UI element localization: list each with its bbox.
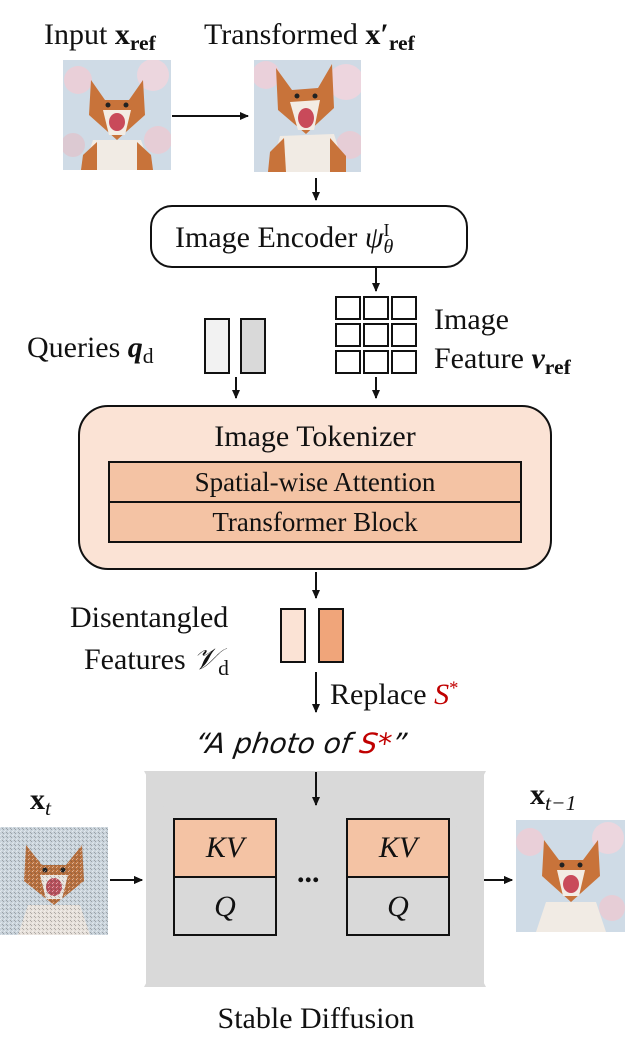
replace-label: Replace S* (330, 677, 459, 711)
input-dog-photo (63, 60, 171, 170)
disentangled-label-line2: Features 𝒱d (84, 643, 229, 681)
kv-label-left: KV (205, 831, 245, 864)
transformed-dog-photo (254, 60, 361, 172)
denoised-dog-photo (516, 820, 625, 932)
input-label: Input xref (44, 18, 156, 56)
stable-diffusion-caption: Stable Diffusion (217, 1002, 415, 1035)
transformed-label: Transformed x′ref (204, 18, 415, 56)
queries-label: Queries qd (27, 331, 154, 369)
kv-label-right: KV (378, 831, 418, 864)
feature-label-line1: Image (434, 303, 509, 336)
feature-label-line2: Feature vref (434, 342, 571, 380)
disentangled-token-1 (280, 608, 306, 663)
xt-label: xt (30, 783, 51, 821)
noisy-dog-photo (0, 827, 108, 935)
q-block-left (173, 876, 277, 936)
image-tokenizer-title: Image Tokenizer (214, 420, 416, 453)
image-feature-grid (335, 296, 417, 374)
kv-block-left (173, 818, 277, 878)
q-label-left: Q (214, 890, 236, 923)
q-label-right: Q (387, 890, 409, 923)
query-token-2 (240, 318, 266, 374)
transformer-block (108, 501, 522, 543)
spatial-attention-label: Spatial-wise Attention (194, 467, 436, 497)
ellipsis: ... (297, 856, 320, 889)
image-encoder-box (150, 205, 468, 268)
kv-block-right (346, 818, 450, 878)
disentangled-token-2 (318, 608, 344, 663)
query-token-1 (204, 318, 230, 374)
disentangled-label-line1: Disentangled (70, 601, 229, 634)
xt1-label: xt−1 (530, 778, 577, 816)
q-block-right (346, 876, 450, 936)
transformer-block-label: Transformer Block (212, 507, 418, 537)
